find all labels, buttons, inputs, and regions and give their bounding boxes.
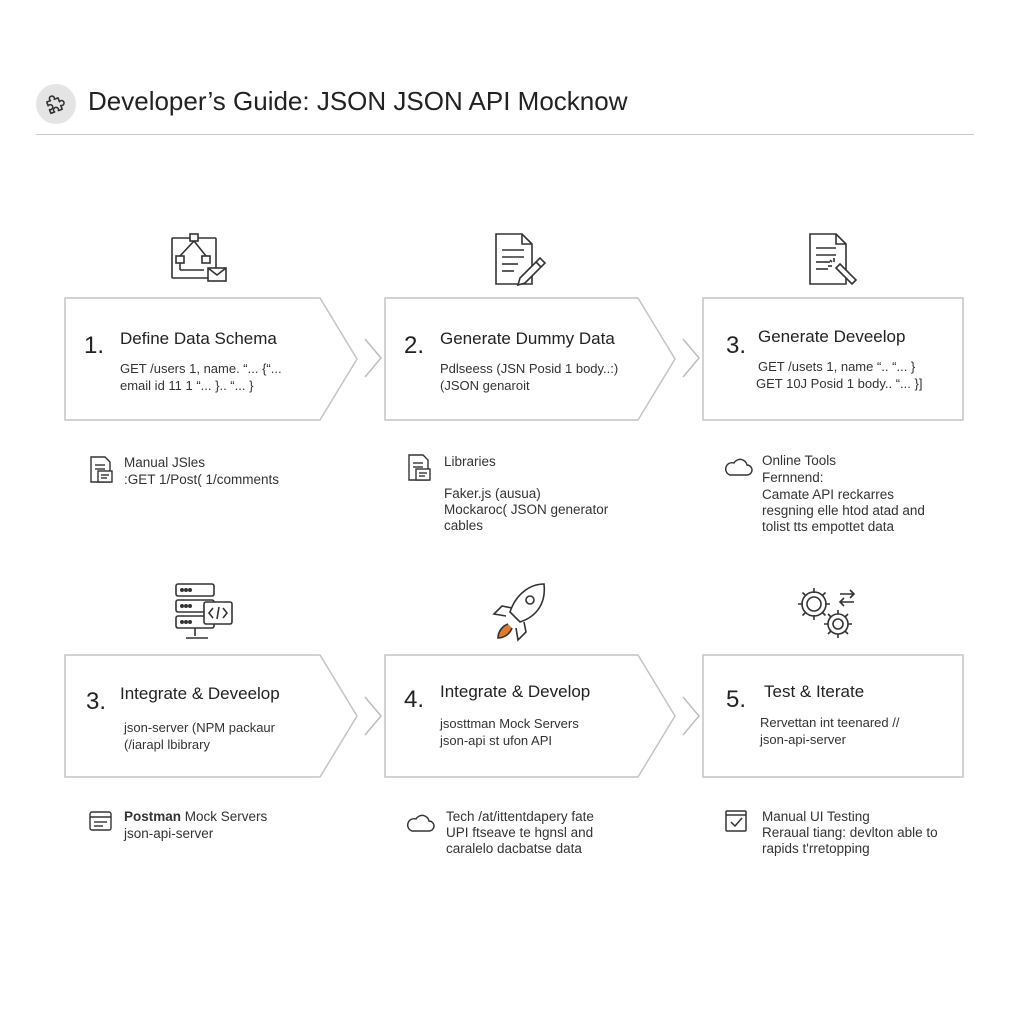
step-detail-line: Rervettan int teenared // [760,715,900,730]
puzzle-icon [36,84,76,124]
step-card: 4. Integrate & Develop jsosttman Mock Se… [384,654,676,778]
step-number: 2. [404,332,425,359]
step-number: 5. [726,686,747,713]
step-number: 1. [84,332,105,359]
rocket-icon [492,583,546,642]
source-line: Tech /at/ittentdapery fate [446,809,594,824]
step-number: 4. [404,686,425,713]
step-card: 1. Define Data Schema GET /users 1, name… [64,297,358,421]
source-line: Mockaroc( JSON generator [444,502,609,517]
chevron-right-icon [682,696,700,736]
source-line: Faker.js (ausua) [444,486,541,501]
step-detail-line: Pdlseess (JSN Posid 1 body..:) [440,361,619,376]
document-icon [90,456,113,483]
document-pen-icon [495,233,547,287]
step-detail-line: email id 11 1 “... }.. “... } [120,378,254,393]
step-title: Generate Deveelop [758,327,906,346]
source-line: :GET 1/Post( 1/comments [124,472,280,487]
source-line: tolist tts empottet data [762,519,895,534]
source-line: Manual JSles [124,455,206,470]
step-detail-line: GET /usets 1, name “.. “... } [758,359,916,374]
step-detail-line: (/iarapl lbibrary [124,737,210,752]
page-header: Developer’s Guide: JSON JSON API Mocknow [36,80,974,135]
source-line: UPI ftseave te hgnsl and [446,825,594,840]
schema-flow-icon [171,233,227,282]
chevron-right-icon [364,696,382,736]
step-detail-line: (JSON genaroit [440,378,530,393]
server-code-icon [175,583,233,639]
cloud-icon [406,814,435,832]
source-line: Postman Mock Servers [124,809,267,824]
step-number: 3. [726,332,747,359]
step-number: 3. [86,688,107,715]
source-line: cables [444,518,484,533]
source-line: Online Tools [762,453,837,468]
document-magic-icon [809,233,858,286]
step-title: Define Data Schema [120,329,277,348]
source-line: Reraual tiang: devlton able to [762,825,938,840]
step-detail-line: GET /users 1, name. “... {“... [120,361,282,376]
step-detail-line: json-api-server [760,732,846,747]
step-card: 5. Test & Iterate Rervettan int teenared… [702,654,964,778]
step-card: 3. Integrate & Deveelop json-server (NPM… [64,654,358,778]
step-detail-line: json-server (NPM packaur [124,720,275,735]
source-line: caralelo dacbatse data [446,841,582,856]
step-card: 3. Generate Deveelop GET /usets 1, name … [702,297,964,421]
window-icon [89,811,112,831]
gears-icon [798,588,856,638]
source-line: Fernnend: [762,470,824,485]
source-bold-word: Postman [124,809,182,824]
cloud-icon [724,458,753,476]
source-line: json-api-server [124,826,214,841]
step-title: Integrate & Deveelop [120,684,280,703]
step-card: 2. Generate Dummy Data Pdlseess (JSN Pos… [384,297,676,421]
checkbox-icon [725,810,747,832]
step-title: Generate Dummy Data [440,329,615,348]
document-icon [408,454,431,481]
source-rest: Mock Servers [181,809,268,824]
step-title: Test & Iterate [764,682,865,701]
step-detail-line: json-api st ufon API [440,733,553,748]
source-line: Manual UI Testing [762,809,870,824]
chevron-right-icon [682,338,700,378]
source-line: Libraries [444,454,496,469]
page-title: Developer’s Guide: JSON JSON API Mocknow [88,86,628,116]
source-line: rapids t'rretopping [762,841,870,856]
source-line: resgning elle htod atad and [762,503,925,518]
step-detail-line: jsosttman Mock Servers [440,716,579,731]
chevron-right-icon [364,338,382,378]
step-detail-line: GET 10J Posid 1 body.. “... }] [756,376,923,391]
step-title: Integrate & Develop [440,682,591,701]
source-line: Camate API reckarres [762,487,895,502]
